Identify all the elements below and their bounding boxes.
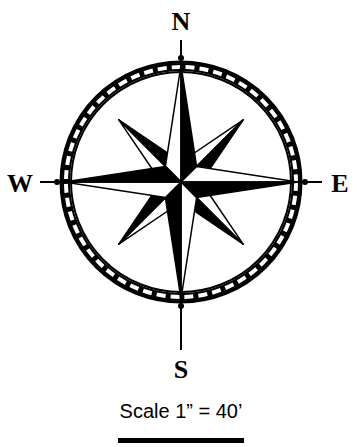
star-facet <box>165 182 181 299</box>
scale-bar <box>118 438 244 443</box>
scale-text: Scale 1” = 40’ <box>120 401 243 421</box>
west-label: W <box>7 171 33 197</box>
star-facet <box>64 166 181 182</box>
north-label: N <box>172 9 191 35</box>
outer-ring <box>61 62 301 302</box>
star-facet <box>64 182 181 198</box>
star-facet <box>181 65 197 182</box>
star-points <box>64 65 298 299</box>
star-facet <box>181 182 298 198</box>
star-facet <box>165 65 181 182</box>
south-label: S <box>174 357 188 383</box>
compass-axes <box>40 40 322 350</box>
star-facet <box>181 182 197 299</box>
axis-dots <box>54 55 308 309</box>
star-facet <box>181 166 298 182</box>
east-label: E <box>331 171 348 197</box>
